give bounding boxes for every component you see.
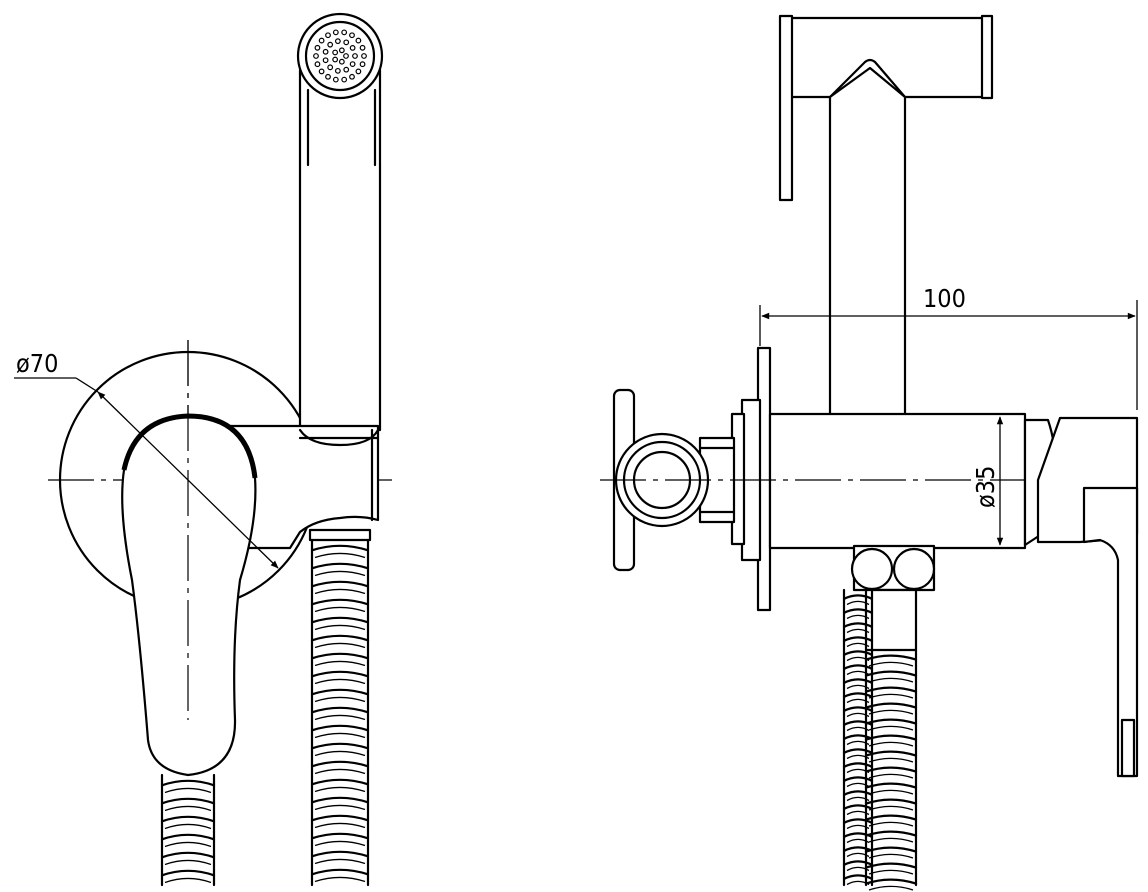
hose-side-left xyxy=(842,588,874,887)
hose-front-left xyxy=(160,773,216,887)
flange-dimension-line xyxy=(97,391,279,569)
lever-handle xyxy=(121,414,257,777)
front-view: ø70 xyxy=(14,12,392,887)
projection-label: 100 xyxy=(923,284,966,313)
body-diameter-label: ø35 xyxy=(971,466,1000,508)
hand-shower-front xyxy=(296,12,384,432)
hose-front-right xyxy=(310,538,370,887)
flange-diameter-label: ø70 xyxy=(16,349,58,378)
hand-shower-side xyxy=(778,14,994,416)
hose-side-right xyxy=(864,648,918,891)
valve-body xyxy=(768,412,1027,550)
side-view: 100 ø35 xyxy=(600,14,1139,891)
spray-nozzle-holes xyxy=(313,29,367,83)
